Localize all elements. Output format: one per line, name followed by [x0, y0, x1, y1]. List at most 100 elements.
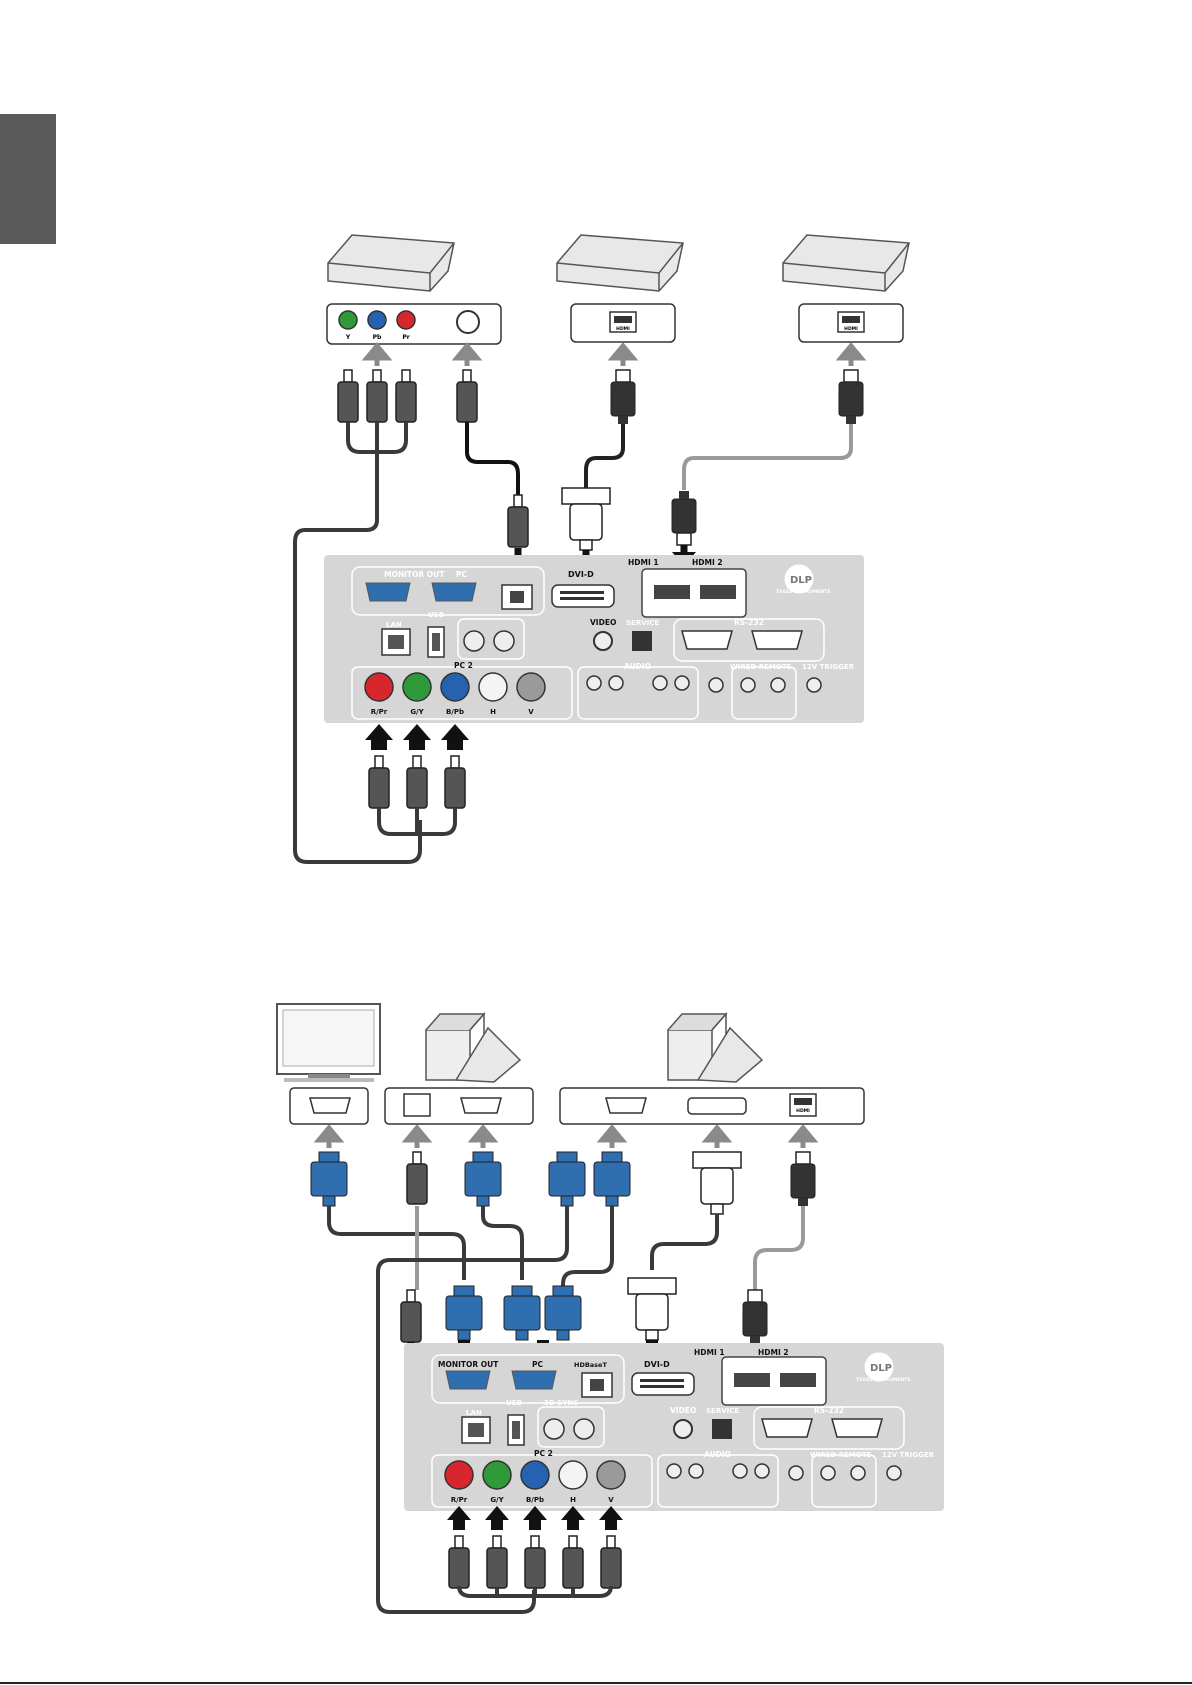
audio-label-2: AUDIO: [704, 1450, 731, 1459]
wired-remote-label-2: WIRED REMOTE: [810, 1451, 872, 1459]
hdmi2-label: HDMI 2: [692, 558, 723, 567]
vga-plug-computer-1: [464, 1151, 502, 1207]
bnc-label-rpr-2: R/Pr: [451, 1496, 468, 1504]
bnc-label-gy: G/Y: [410, 708, 424, 716]
hdmi-plug-bottom-2: [671, 490, 697, 546]
rs232-label-2: RS-232: [814, 1406, 844, 1415]
section-tab: [0, 114, 56, 244]
video-label-2: VIDEO: [670, 1406, 696, 1415]
trigger-label: 12V TRIGGER: [802, 663, 855, 671]
dvi-d-label: DVI-D: [568, 570, 594, 579]
computer-2-vga-port: [605, 1097, 647, 1114]
pb-plug: [366, 369, 388, 423]
bnc-label-bpb: B/Pb: [446, 708, 464, 716]
hdmi-label-2: HDMI: [844, 326, 858, 332]
computer-device-2: [667, 1012, 764, 1083]
dvi-plug-top: [561, 487, 611, 551]
wired-remote-label: WIRED REMOTE: [730, 663, 792, 671]
bnc-label-bpb-2: B/Pb: [526, 1496, 544, 1504]
bnc-plug-bpb-bottom: [524, 1535, 546, 1589]
pc-label: PC: [456, 570, 467, 579]
video-plug-bottom: [507, 494, 529, 548]
pb-port: [367, 310, 387, 330]
bnc-plug-rpr-top: [368, 755, 390, 809]
bnc-plug-gy-bottom: [486, 1535, 508, 1589]
pr-plug: [395, 369, 417, 423]
projector-rear-panel-top: MONITOR OUT PC DVI-D HDMI 1 HDMI 2 DLP T…: [323, 554, 865, 724]
video-source-device-2: [556, 234, 684, 292]
video-source-device-3: [782, 234, 910, 292]
hdmi-label-1: HDMI: [616, 326, 630, 332]
bnc-plug-h-bottom: [562, 1535, 584, 1589]
ti-label: TEXAS INSTRUMENTS: [776, 589, 830, 595]
computer-2-dvi-port: [687, 1097, 747, 1115]
monitor-out-label-2: MONITOR OUT: [438, 1360, 499, 1369]
hdmi1-label-2: HDMI 1: [694, 1348, 725, 1357]
computer-2-hdmi-label: HDMI: [796, 1108, 810, 1114]
bnc-label-v-2: V: [608, 1496, 614, 1504]
vga-plug-computer-2: [593, 1151, 631, 1207]
bnc-label-h-2: H: [570, 1496, 576, 1504]
bnc-plug-bpb-top: [444, 755, 466, 809]
vga-plug-monitor: [310, 1151, 348, 1207]
hdbaset-label: HDBaseT: [574, 1361, 607, 1369]
pc2-label-2: PC 2: [534, 1449, 553, 1458]
trigger-label-2: 12V TRIGGER: [882, 1451, 935, 1459]
video-source-device-1: [327, 234, 455, 292]
bnc-plug-gy-top: [406, 755, 428, 809]
dlp-logo-2: DLP: [870, 1363, 892, 1374]
computer-device-1: [425, 1012, 522, 1083]
service-label: SERVICE: [626, 619, 659, 627]
hdmi-plug-computer-2: [790, 1151, 816, 1207]
bnc-label-rpr: R/Pr: [371, 708, 388, 716]
bnc-label-gy-2: G/Y: [490, 1496, 504, 1504]
dvi-plug-projector: [627, 1277, 677, 1341]
dlp-logo: DLP: [790, 575, 812, 586]
dvi-plug-computer-2: [692, 1151, 742, 1215]
hdmi1-label: HDMI 1: [628, 558, 659, 567]
hdmi-plug-top-1: [610, 369, 636, 425]
rs232-label: RS-232: [734, 618, 764, 627]
lan-plug-top: [406, 1151, 428, 1205]
dvi-d-label-2: DVI-D: [644, 1360, 670, 1369]
video-label: VIDEO: [590, 618, 616, 627]
monitor-vga-port: [309, 1097, 351, 1114]
bnc-label-v: V: [528, 708, 534, 716]
projector-rear-panel-bottom: MONITOR OUT PC HDBaseT DVI-D HDMI 1 HDMI…: [403, 1342, 945, 1512]
audio-label: AUDIO: [624, 662, 651, 671]
pb-label: Pb: [373, 334, 382, 341]
lan-label-2: LAN: [466, 1409, 482, 1417]
video-plug-top: [456, 369, 478, 423]
bnc-plug-rpr-bottom: [448, 1535, 470, 1589]
usb-label-2: USB: [506, 1399, 522, 1407]
monitor-device: [276, 1003, 381, 1082]
vga-plug-aux: [548, 1151, 586, 1207]
hdmi2-label-2: HDMI 2: [758, 1348, 789, 1357]
usb-label: USB: [428, 611, 444, 619]
video-out-port: [456, 310, 480, 334]
page-footer-rule: [0, 1682, 1192, 1684]
pr-port: [396, 310, 416, 330]
3d-sync-label: 3D SYNC: [544, 1399, 578, 1407]
pc2-label: PC 2: [454, 661, 473, 670]
computer-1-vga-port: [460, 1097, 502, 1114]
pr-label: Pr: [402, 334, 409, 341]
vga-plug-pc-b: [544, 1285, 582, 1341]
hdmi-plug-top-2: [838, 369, 864, 425]
lan-plug-bottom: [400, 1289, 422, 1343]
computer-1-lan-port: [403, 1093, 431, 1117]
vga-plug-pc-a: [503, 1285, 541, 1341]
hdmi-plug-projector: [742, 1289, 768, 1345]
bnc-plug-v-bottom: [600, 1535, 622, 1589]
bnc-label-h: H: [490, 708, 496, 716]
lan-label: LAN: [386, 621, 402, 629]
y-label: Y: [345, 334, 351, 341]
ti-label-2: TEXAS INSTRUMENTS: [856, 1377, 910, 1383]
y-port: [338, 310, 358, 330]
monitor-out-label: MONITOR OUT: [384, 570, 445, 579]
service-label-2: SERVICE: [706, 1407, 739, 1415]
vga-plug-monitor-out: [445, 1285, 483, 1341]
pc-label-2: PC: [532, 1360, 543, 1369]
y-plug: [337, 369, 359, 423]
